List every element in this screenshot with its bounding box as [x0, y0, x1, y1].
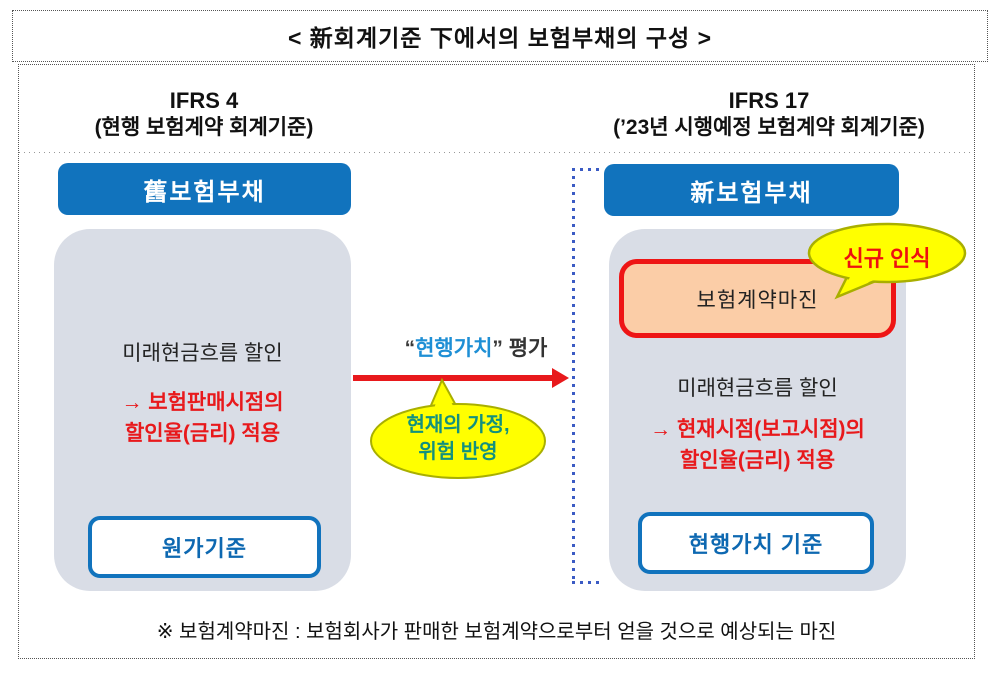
current-value-word: 현행가치 — [415, 337, 493, 360]
ifrs4-discount-note: → 보험판매시점의 할인율(금리) 적용 — [54, 387, 351, 449]
ifrs4-header: IFRS 4 (현행 보험계약 회계기준) — [39, 87, 369, 142]
current-value-basis-box: 현행가치 기준 — [638, 512, 874, 574]
csm-footnote: ※ 보험계약마진 : 보험회사가 판매한 보험계약으로부터 얻을 것으로 예상되… — [156, 621, 837, 643]
current-value-basis-label: 현행가치 기준 — [688, 532, 824, 557]
ifrs17-title: IFRS 17 — [728, 88, 810, 113]
cost-basis-box: 원가기준 — [88, 516, 321, 578]
new-liability-band: 新보험부채 — [604, 164, 899, 216]
assumption-bubble-text: 현재의 가정, 위험 반영 — [358, 412, 558, 466]
ifrs4-subtitle: (현행 보험계약 회계기준) — [94, 116, 314, 139]
assumption-bubble-icon — [370, 377, 546, 479]
ifrs17-discount-line1: → 현재시점(보고시점)의 — [650, 418, 865, 441]
flow-arrow-head — [552, 368, 569, 388]
quote-close: ” — [492, 337, 503, 360]
ifrs17-discount-note: → 현재시점(보고시점)의 할인율(금리) 적용 — [609, 414, 906, 476]
dotted-bracket-vertical — [572, 168, 575, 584]
new-recognition-text: 신규 인식 — [843, 246, 931, 271]
diagram-title-frame: < 新회계기준 下에서의 보험부채의 구성 > — [12, 10, 988, 62]
assumption-line2: 위험 반영 — [418, 441, 498, 463]
old-liability-label: 舊보험부채 — [143, 178, 266, 206]
ifrs4-discount-line1: → 보험판매시점의 — [121, 391, 284, 414]
cost-basis-label: 원가기준 — [162, 536, 247, 561]
dotted-bracket-bottom — [572, 581, 602, 584]
ifrs4-cashflow-text: 미래현금흐름 할인 — [122, 342, 283, 365]
quote-open: “ — [404, 337, 416, 360]
current-value-evaluation-text: “현행가치” 평가 — [333, 335, 619, 363]
flow-arrow-line — [353, 375, 553, 381]
assumption-line1: 현재의 가정, — [406, 414, 510, 436]
diagram-body-frame: IFRS 4 (현행 보험계약 회계기준) IFRS 17 (’23년 시행예정… — [18, 64, 975, 659]
diagram-title: < 新회계기준 下에서의 보험부채의 구성 > — [287, 25, 713, 51]
evaluation-word: 평가 — [502, 337, 548, 360]
ifrs4-title: IFRS 4 — [169, 88, 239, 113]
ifrs17-cashflow-text: 미래현금흐름 할인 — [677, 377, 838, 400]
header-row-divider — [19, 152, 974, 153]
csm-label: 보험계약마진 — [696, 288, 819, 312]
ifrs4-panel: 미래현금흐름 할인 → 보험판매시점의 할인율(금리) 적용 원가기준 — [54, 229, 351, 591]
ifrs4-discount-line2: 할인율(금리) 적용 — [124, 422, 281, 445]
new-recognition-bubble-icon — [807, 222, 967, 300]
old-liability-band: 舊보험부채 — [58, 163, 351, 215]
ifrs17-subtitle: (’23년 시행예정 보험계약 회계기준) — [613, 116, 925, 139]
ifrs17-discount-line2: 할인율(금리) 적용 — [679, 449, 836, 472]
dotted-bracket-top — [572, 168, 602, 171]
new-liability-label: 新보험부채 — [690, 179, 813, 207]
ifrs17-header: IFRS 17 (’23년 시행예정 보험계약 회계기준) — [544, 87, 994, 142]
